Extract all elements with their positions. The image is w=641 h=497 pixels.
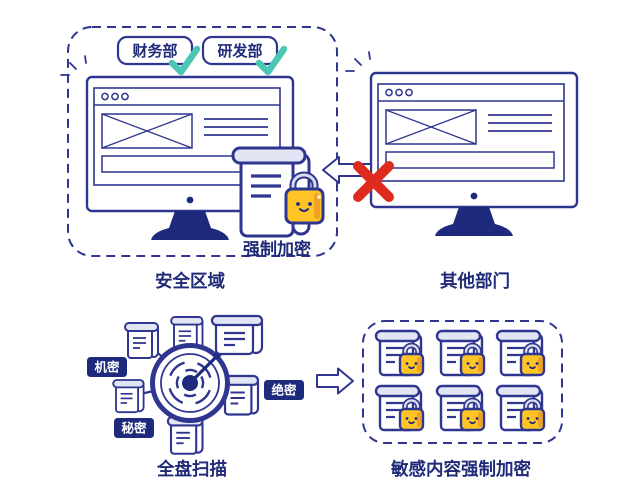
locked-document-icon [497,386,544,430]
checkmark-icon [255,45,288,76]
radar-scan-icon [150,343,230,423]
encrypted-zone-dashed-box [362,320,563,444]
dept-pill-finance-label: 财务部 [132,42,177,60]
locked-document-icon [437,386,484,430]
secure-zone-caption: 安全区域 [155,271,225,291]
forced-encryption-label: 强制加密 [243,239,311,259]
locked-document-icon [376,386,423,430]
locked-document-icon [437,331,484,375]
full-scan-caption: 全盘扫描 [156,459,227,479]
dept-pill-finance: 财务部 [116,35,194,66]
blocked-cross-icon [353,161,394,202]
arrow-left-icon [322,156,372,184]
document-icon [210,314,264,356]
secure-zone-dashed-box [67,26,338,257]
locked-document-icon [376,331,423,375]
badge-top-secret: 绝密 [264,380,304,400]
document-icon [124,322,159,359]
badge-top-secret-label: 绝密 [271,383,297,398]
document-icon [112,379,145,414]
badge-confidential-label: 机密 [94,360,120,375]
arrow-right-icon [316,367,354,395]
padlock-icon [284,171,325,225]
badge-confidential: 机密 [87,357,127,377]
other-department-caption: 其他部门 [440,271,510,291]
dept-pill-rnd-label: 研发部 [217,42,262,60]
monitor-icon-other [369,71,579,238]
checkmark-icon [168,45,201,76]
encrypted-zone-caption: 敏感内容强制加密 [390,459,531,479]
badge-secret: 秘密 [114,418,154,438]
dept-pill-rnd: 研发部 [201,35,279,66]
locked-document-icon [497,331,544,375]
badge-secret-label: 秘密 [121,421,147,436]
sparkle-icon [60,55,87,76]
sparkle-icon [345,51,371,72]
document-lock-icon [231,146,325,238]
